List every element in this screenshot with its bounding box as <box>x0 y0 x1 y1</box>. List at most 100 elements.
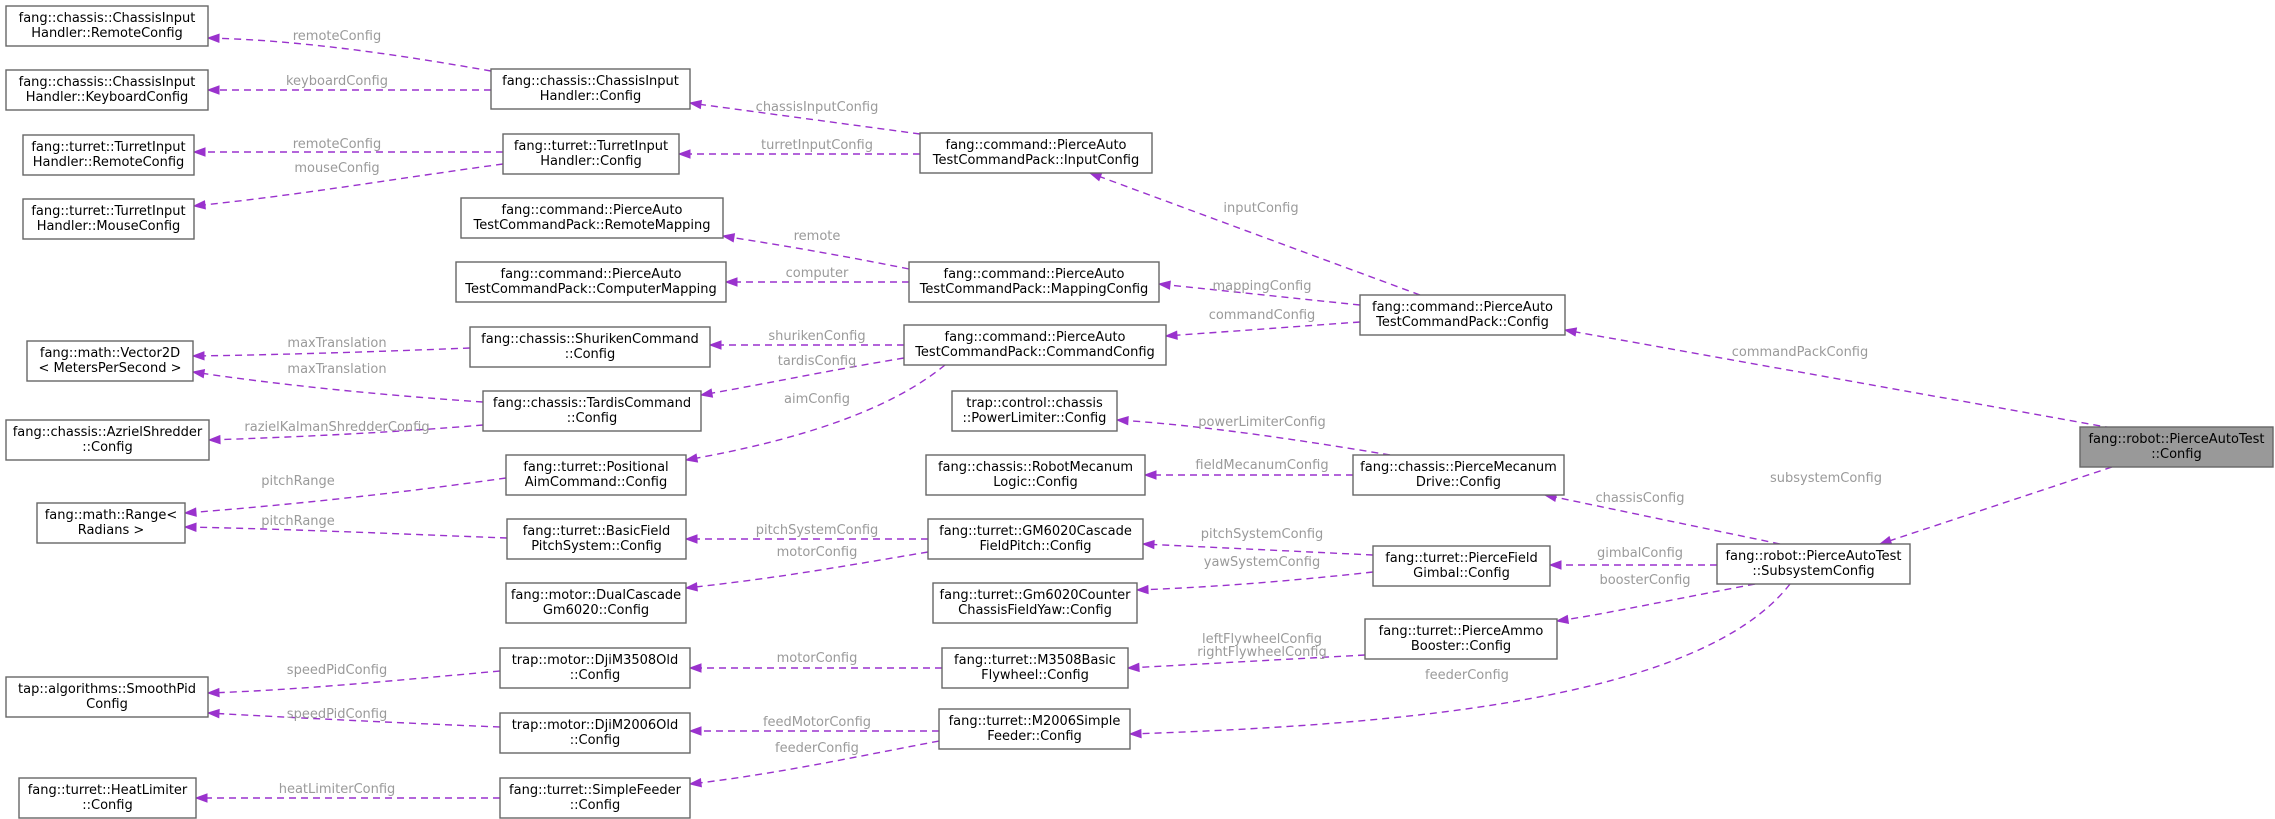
class-node-computer-mapping[interactable]: fang::command::PierceAutoTestCommandPack… <box>455 261 727 303</box>
class-node-chassis-input-config[interactable]: fang::chassis::ChassisInputHandler::Conf… <box>490 68 691 110</box>
edge-label: commandConfig <box>1209 308 1316 323</box>
arrow-head <box>1128 728 1142 739</box>
class-node-dji3508[interactable]: trap::motor::DjiM3508Old::Config <box>499 647 691 689</box>
class-node-counter-yaw[interactable]: fang::turret::Gm6020CounterChassisFieldY… <box>932 582 1138 624</box>
edge-feederConfig-simple: feederConfig <box>688 740 940 788</box>
edge-heatLimiterConfig: heatLimiterConfig <box>194 782 500 803</box>
class-node-heat-limiter[interactable]: fang::turret::HeatLimiter::Config <box>18 777 197 819</box>
arrow-head <box>192 147 206 157</box>
edge-line <box>722 235 910 270</box>
node-label: fang::turret::Positional <box>523 460 668 475</box>
edge-commandConfig: commandConfig <box>1164 308 1361 340</box>
arrow-head <box>191 369 206 379</box>
node-label: Drive::Config <box>1416 475 1501 490</box>
edge-line <box>184 526 508 539</box>
edge-line <box>1564 329 2113 429</box>
node-label: fang::turret::PierceAmmo <box>1379 624 1544 639</box>
class-node-turret-mouse-config[interactable]: fang::turret::TurretInputHandler::MouseC… <box>22 198 195 240</box>
class-node-remote-mapping[interactable]: fang::command::PierceAutoTestCommandPack… <box>460 197 724 239</box>
edge-yawSystemConfig: yawSystemConfig <box>1135 555 1374 595</box>
edge-label: pitchRange <box>261 474 335 489</box>
edge-label: chassisInputConfig <box>756 100 879 115</box>
class-node-chassis-keyboard-config[interactable]: fang::chassis::ChassisInputHandler::Keyb… <box>5 69 209 111</box>
class-node-command-config[interactable]: fang::command::PierceAutoTestCommandPack… <box>903 324 1167 366</box>
class-node-positional-aim[interactable]: fang::turret::PositionalAimCommand::Conf… <box>505 454 687 496</box>
edge-label: keyboardConfig <box>286 74 388 89</box>
node-box <box>919 132 1153 174</box>
class-node-subsystem-config[interactable]: fang::robot::PierceAutoTest::SubsystemCo… <box>1716 543 1911 585</box>
edge-maxTranslation-shuriken: maxTranslation <box>191 336 471 361</box>
edge-label: feederConfig <box>1425 668 1509 683</box>
node-box <box>482 390 702 432</box>
node-label: ::Config <box>570 668 620 683</box>
class-node-robot-config[interactable]: fang::robot::PierceAutoTest::Config <box>2079 426 2274 468</box>
edge-label: fieldMecanumConfig <box>1195 458 1328 473</box>
arrow-head <box>191 351 205 361</box>
arrow-head <box>1555 614 1570 625</box>
arrow-head <box>206 33 220 43</box>
edge-label: maxTranslation <box>287 336 386 351</box>
class-node-turret-remote-config[interactable]: fang::turret::TurretInputHandler::Remote… <box>22 134 195 176</box>
node-label: fang::turret::GM6020Cascade <box>939 524 1132 539</box>
class-node-range-radians[interactable]: fang::math::Range<Radians > <box>36 502 186 544</box>
edge-motorConfig-flywheel: motorConfig <box>688 651 942 673</box>
node-label: Handler::RemoteConfig <box>31 26 183 41</box>
node-label: fang::command::PierceAuto <box>944 267 1125 282</box>
node-label: PitchSystem::Config <box>531 539 662 554</box>
node-label: fang::robot::PierceAutoTest <box>1725 549 1901 564</box>
class-node-basic-pitch[interactable]: fang::turret::BasicFieldPitchSystem::Con… <box>506 518 687 560</box>
class-node-chassis-remote-config[interactable]: fang::chassis::ChassisInputHandler::Remo… <box>5 5 209 47</box>
edge-line <box>208 424 484 441</box>
class-node-input-config[interactable]: fang::command::PierceAutoTestCommandPack… <box>919 132 1153 174</box>
node-label: Gm6020::Config <box>543 603 649 618</box>
edge-razielKalman: razielKalmanShredderConfig <box>207 420 484 445</box>
node-label: fang::turret::TurretInput <box>514 139 668 154</box>
node-label: ::Config <box>82 798 132 813</box>
node-box <box>22 198 195 240</box>
class-node-shuriken-config[interactable]: fang::chassis::ShurikenCommand::Config <box>469 326 711 368</box>
arrow-head <box>1563 327 1578 337</box>
node-box <box>5 419 210 461</box>
edge-label: mouseConfig <box>294 161 379 176</box>
edge-label: yawSystemConfig <box>1204 555 1320 570</box>
edge-label: feederConfig <box>775 741 859 756</box>
edge-line <box>184 477 507 514</box>
class-node-simple-feeder[interactable]: fang::turret::SimpleFeeder::Config <box>499 777 691 819</box>
edge-label: pitchSystemConfig <box>756 523 879 538</box>
edge-mappingConfig: mappingConfig <box>1157 279 1361 306</box>
edge-line <box>1158 283 1361 306</box>
node-label: TestCommandPack::InputConfig <box>932 153 1139 168</box>
edge-label: pitchRange <box>261 514 335 529</box>
edge-remoteConfig-chassis: remoteConfig <box>206 29 492 72</box>
class-node-mecanum-drive[interactable]: fang::chassis::PierceMecanumDrive::Confi… <box>1352 454 1565 496</box>
node-box <box>506 518 687 560</box>
edge-label: feedMotorConfig <box>763 715 871 730</box>
node-label: tap::algorithms::SmoothPid <box>18 682 196 697</box>
class-node-power-limiter[interactable]: trap::control::chassis::PowerLimiter::Co… <box>951 390 1118 432</box>
class-node-dji2006[interactable]: trap::motor::DjiM2006Old::Config <box>499 712 691 754</box>
class-node-tardis-config[interactable]: fang::chassis::TardisCommand::Config <box>482 390 702 432</box>
class-node-gm6020-pitch[interactable]: fang::turret::GM6020CascadeFieldPitch::C… <box>927 518 1144 560</box>
node-label: fang::turret::PierceField <box>1385 551 1538 566</box>
node-box <box>1372 545 1551 587</box>
node-box <box>499 647 691 689</box>
class-node-mapping-config[interactable]: fang::command::PierceAutoTestCommandPack… <box>908 261 1160 303</box>
class-node-vector2d[interactable]: fang::math::Vector2D< MetersPerSecond > <box>26 340 194 382</box>
node-label: Handler::KeyboardConfig <box>26 90 189 105</box>
arrow-head <box>183 522 197 532</box>
edge-label: tardisConfig <box>778 354 857 369</box>
class-node-command-pack-config[interactable]: fang::command::PierceAutoTestCommandPack… <box>1359 294 1566 336</box>
node-label: Handler::Config <box>540 89 641 104</box>
class-node-azriel-shredder[interactable]: fang::chassis::AzrielShredder::Config <box>5 419 210 461</box>
edge-speedPid-3508: speedPidConfig <box>206 663 501 698</box>
arrow-head <box>677 149 691 159</box>
